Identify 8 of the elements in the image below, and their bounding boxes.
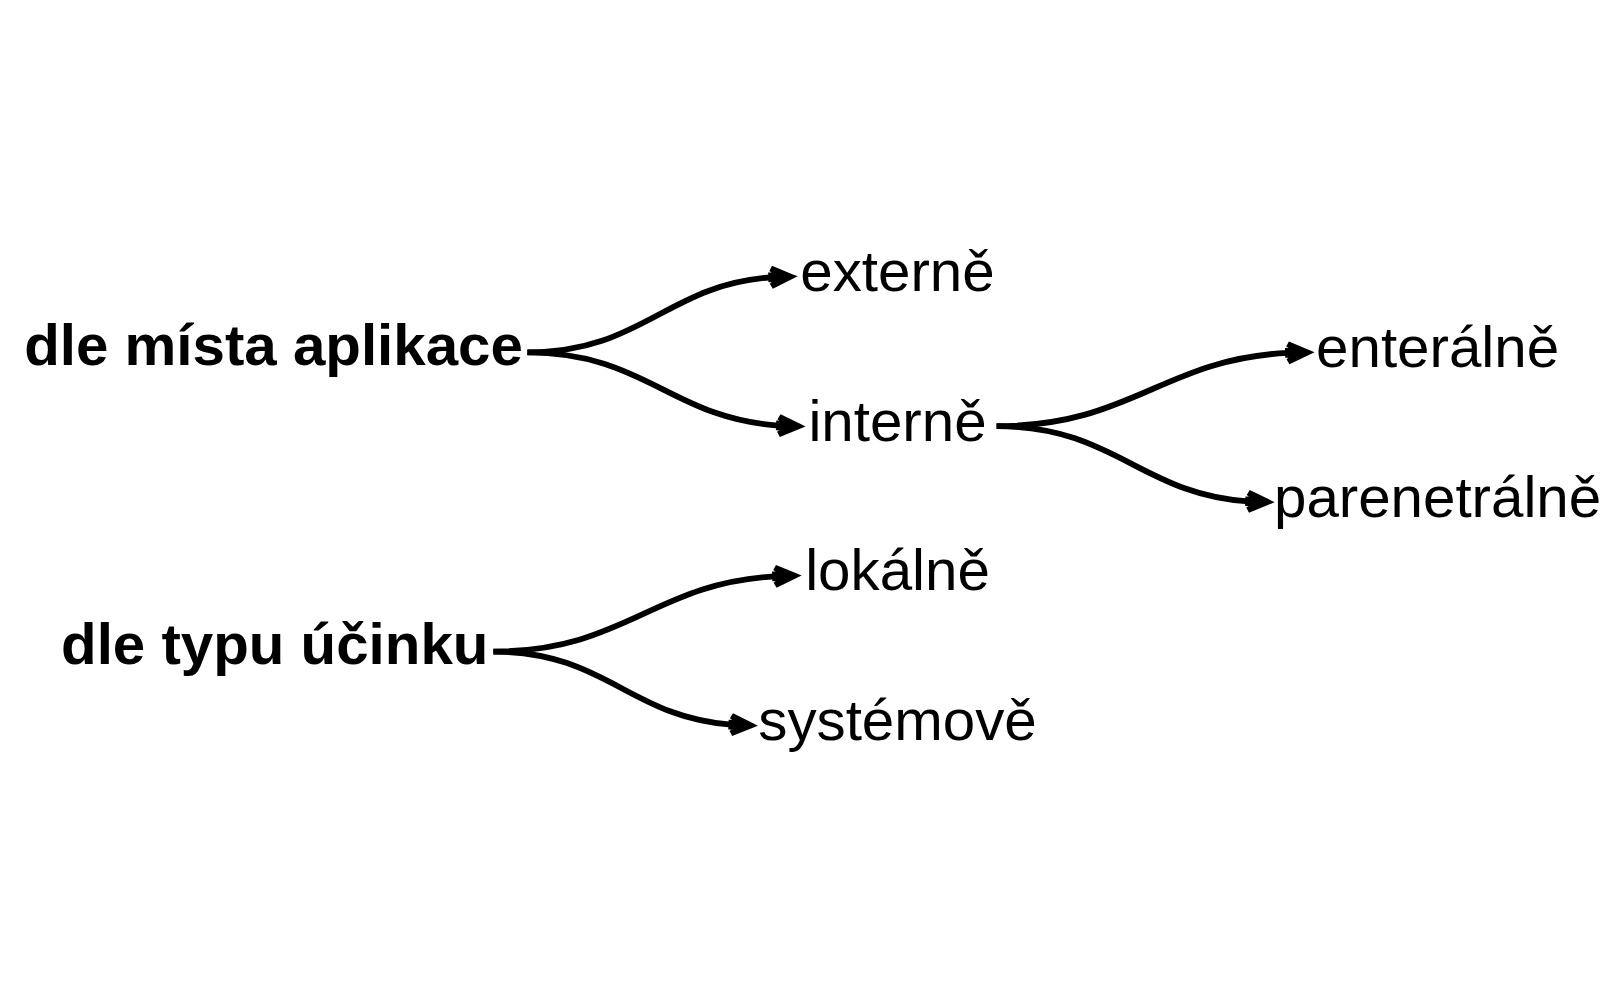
node-text: enterálně bbox=[1316, 313, 1560, 379]
node-text: externě bbox=[800, 238, 995, 304]
node-text: interně bbox=[808, 387, 987, 453]
node-text: dle typu účinku bbox=[61, 611, 489, 677]
node-text: lokálně bbox=[805, 537, 990, 603]
node-text: dle místa aplikace bbox=[24, 312, 523, 377]
node-text: systémově bbox=[758, 686, 1037, 752]
node-text: parenetrálně bbox=[1274, 463, 1602, 529]
